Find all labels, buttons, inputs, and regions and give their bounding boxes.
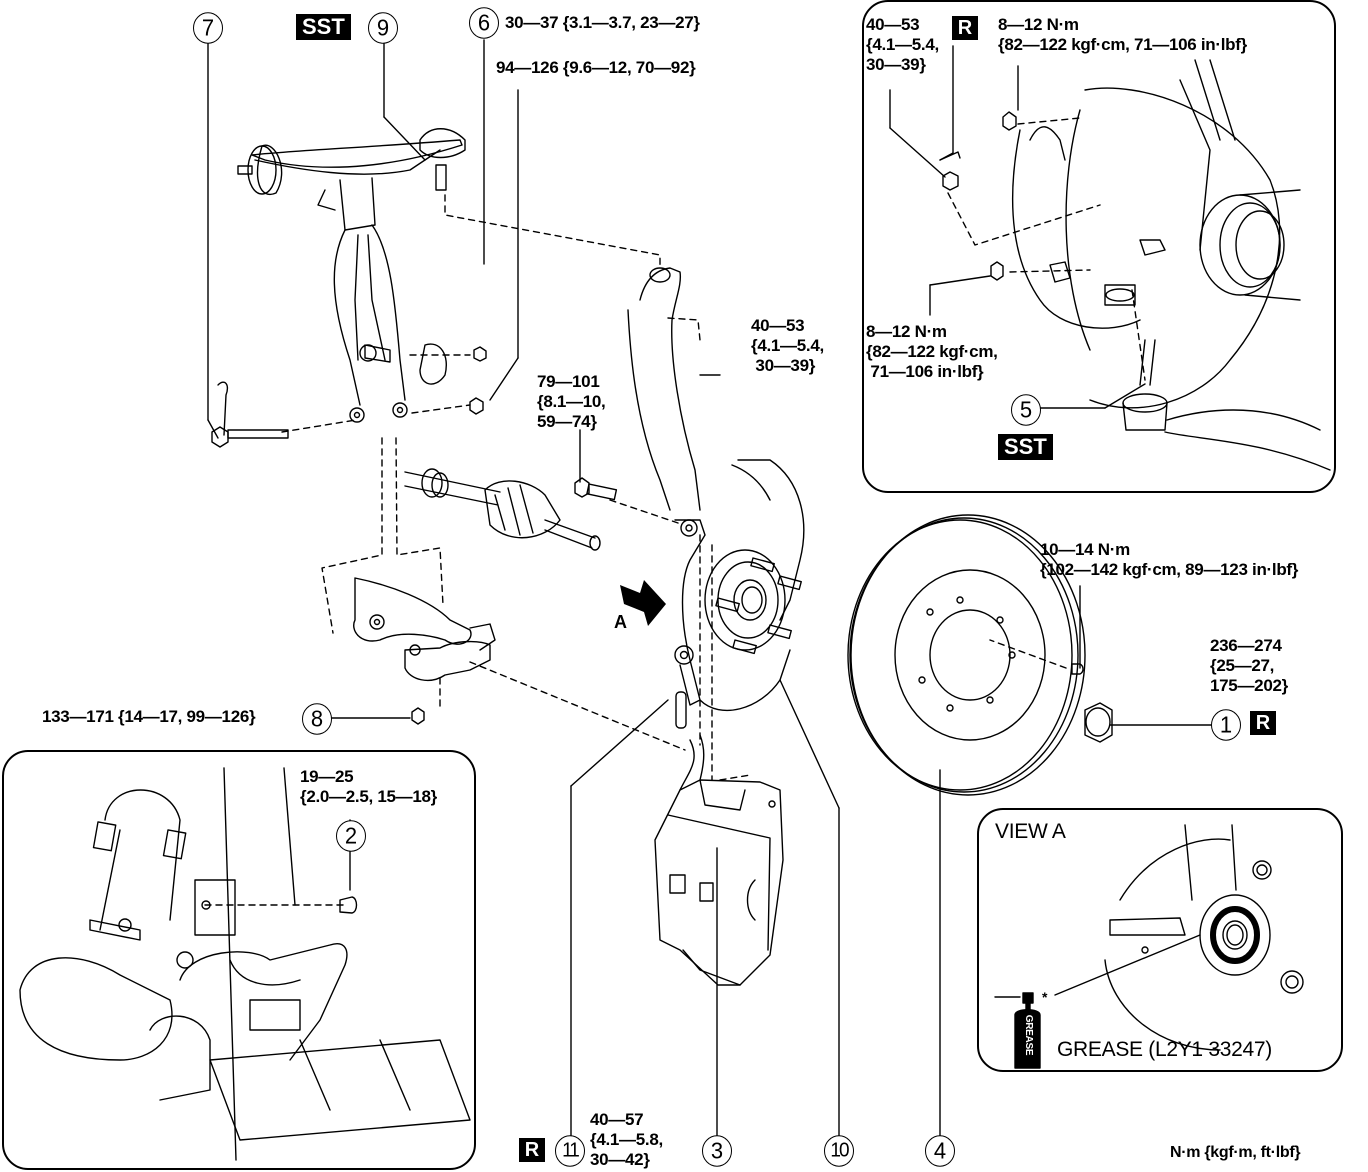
grease-can-icon-text: GREASE xyxy=(1023,1014,1035,1056)
drive-shaft xyxy=(404,468,618,551)
inset-panel-brake-hose xyxy=(2,750,476,1170)
callout-9[interactable]: 9 xyxy=(368,12,398,44)
steering-knuckle xyxy=(627,267,805,729)
inset-torque-nut: 40—53 {4.1—5.4, 30—39} xyxy=(866,15,939,74)
lower-arm-assembly xyxy=(353,577,496,725)
sst-badge-5: SST xyxy=(998,434,1053,460)
torque-label-1: 236—274 {25—27, 175—202} xyxy=(1210,636,1288,695)
view-a-title: VIEW A xyxy=(995,820,1066,843)
view-a-arrow-label: A xyxy=(614,612,627,632)
leader-lines xyxy=(207,39,1213,1149)
brake-caliper xyxy=(654,734,784,986)
callout-11[interactable]: 11 xyxy=(555,1135,585,1167)
torque-label-upper-nut: 40—53 {4.1—5.4, 30—39} xyxy=(751,316,824,375)
torque-label-8: 133—171 {14—17, 99—126} xyxy=(42,707,256,726)
callout-3[interactable]: 3 xyxy=(702,1135,732,1167)
upper-arm-assembly xyxy=(211,128,487,448)
callout-7[interactable]: 7 xyxy=(193,12,223,44)
r-badge-inset: R xyxy=(952,16,978,40)
callout-4[interactable]: 4 xyxy=(925,1135,955,1167)
inset-panel-stabilizer xyxy=(862,0,1336,493)
callout-2[interactable]: 2 xyxy=(336,820,366,852)
inset-torque-bolt-top: 8—12 N·m {82—122 kgf·cm, 71—106 in·lbf} xyxy=(998,15,1247,54)
inset-view-a-art xyxy=(994,824,1304,1069)
r-badge-1: R xyxy=(1250,711,1276,735)
inset-brake-hose-art xyxy=(19,767,471,1161)
unit-note: N·m {kgf·m, ft·lbf} xyxy=(1170,1144,1301,1161)
torque-label-knuckle-bolt: 79—101 {8.1—10, 59—74} xyxy=(537,372,606,431)
brake-disc xyxy=(847,514,1113,796)
callout-5[interactable]: 5 xyxy=(1011,394,1041,426)
grease-asterisk: * xyxy=(1042,989,1048,1005)
grease-label: GREASE (L2Y1 33247) xyxy=(1057,1038,1272,1061)
callout-1[interactable]: 1 xyxy=(1211,709,1241,741)
inset-torque-bolt-mid: 8—12 N·m {82—122 kgf·cm, 71—106 in·lbf} xyxy=(866,322,998,381)
view-a-arrow xyxy=(620,580,666,626)
callout-8[interactable]: 8 xyxy=(302,703,332,735)
torque-label-94: 94—126 {9.6—12, 70—92} xyxy=(496,58,696,77)
callout-10[interactable]: 10 xyxy=(824,1135,854,1167)
r-badge-11: R xyxy=(519,1138,545,1162)
torque-label-disc-screw: 10—14 N·m {102—142 kgf·cm, 89—123 in·lbf… xyxy=(1040,540,1299,579)
inset-stabilizer-art xyxy=(939,59,1331,471)
torque-label-6: 30—37 {3.1—3.7, 23—27} xyxy=(505,13,700,32)
torque-label-11: 40—57 {4.1—5.8, 30—42} xyxy=(590,1110,663,1169)
torque-label-2: 19—25 {2.0—2.5, 15—18} xyxy=(300,767,437,806)
sst-badge-9: SST xyxy=(296,14,351,40)
callout-6[interactable]: 6 xyxy=(469,7,499,39)
inset-panel-view-a xyxy=(977,808,1343,1072)
